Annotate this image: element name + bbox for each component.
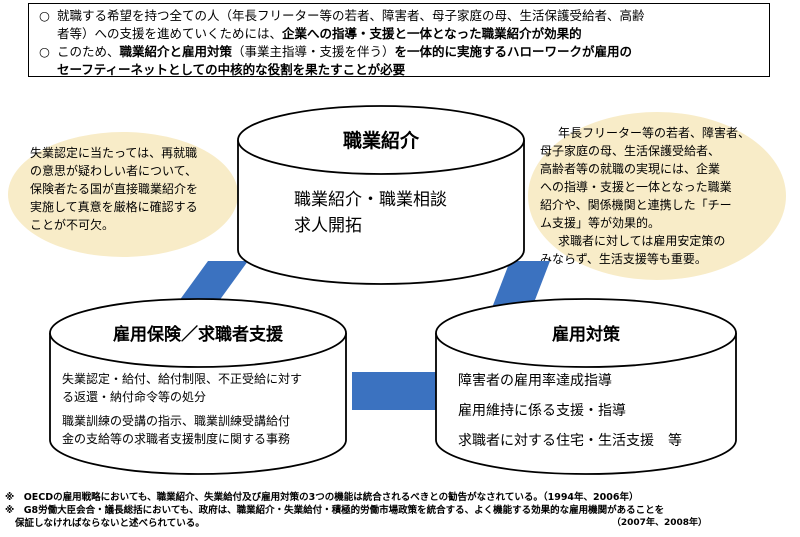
left-note-line: 保険者たる国が直接職業紹介を bbox=[30, 182, 199, 196]
right-note-line: 高齢者等の就職の実現には、企業 bbox=[540, 162, 721, 176]
summary-1-line-b: 者等）への支援を進めていくためには、 bbox=[57, 26, 283, 41]
left-note-line: の意思が疑わしい者について、 bbox=[30, 164, 198, 178]
right-note-bubble bbox=[528, 112, 786, 280]
left-note: 失業認定に当たっては、再就職 の意思が疑わしい者について、 保険者たる国が直接職… bbox=[30, 144, 198, 234]
right-note-line: みならず、生活支援等も重要。 bbox=[540, 252, 707, 266]
left-cylinder-title: 雇用保険／求職者支援 bbox=[113, 325, 283, 345]
summary-2-emphasis-b: を一体的に実施するハローワークが雇用の bbox=[394, 44, 633, 59]
bullet-1: ○ bbox=[39, 8, 50, 23]
summary-2-emphasis-c: セーフティーネットとしての中核的な役割を果たすことが必要 bbox=[57, 62, 406, 77]
right-note-line: 求職者に対しては雇用安定策の bbox=[558, 234, 726, 248]
left-note-line: ことが不可欠。 bbox=[30, 218, 115, 232]
left-note-bubble bbox=[8, 132, 238, 257]
right-note: 年長フリーター等の若者、障害者、 母子家庭の母、生活保護受給者、 高齢者等の就職… bbox=[540, 124, 750, 268]
left-cylinder-line: る返還・納付命令等の処分 bbox=[62, 390, 207, 404]
left-note-line: 実施して真意を厳格に確認する bbox=[30, 200, 198, 214]
summary-2-text-b: （事業主指導・支援を伴う） bbox=[232, 44, 395, 59]
right-cylinder-item: 障害者の雇用率達成指導 bbox=[458, 373, 612, 389]
footnote-2-date: （2007年、2008年） bbox=[611, 518, 707, 528]
bullet-2: ○ bbox=[39, 44, 50, 59]
right-cylinder bbox=[435, 298, 737, 475]
right-cylinder-title: 雇用対策 bbox=[552, 325, 620, 345]
right-note-line: 母子家庭の母、生活保護受給者、 bbox=[540, 144, 721, 158]
summary-1-emphasis: 企業への指導・支援と一体となった職業紹介が効果的 bbox=[282, 26, 582, 41]
summary-box: ○ 就職する希望を持つ全ての人（年長フリーター等の若者、障害者、母子家庭の母、生活… bbox=[28, 3, 770, 77]
summary-2-text-a: このため、 bbox=[57, 44, 120, 59]
left-cylinder bbox=[49, 298, 347, 475]
right-cylinder-item: 雇用維持に係る支援・指導 bbox=[458, 403, 626, 419]
footnote-1: ※ OECDの雇用戦略においても、職業紹介、失業給付及び雇用対策の3つの機能は統… bbox=[5, 492, 639, 503]
top-cylinder-item: 求人開拓 bbox=[294, 216, 362, 236]
summary-point-2: ○ このため、職業紹介と雇用対策（事業主指導・支援を伴う）を一体的に実施するハロー… bbox=[39, 43, 759, 79]
footnotes: ※ OECDの雇用戦略においても、職業紹介、失業給付及び雇用対策の3つの機能は統… bbox=[5, 491, 797, 530]
footnote-2-text: 保証しなければならないと述べられている。 bbox=[15, 518, 205, 529]
footnote-2: ※ G8労働大臣会合・議長総括においても、政府は、職業紹介・失業給付・積極的労働… bbox=[5, 505, 665, 516]
summary-point-1: ○ 就職する希望を持つ全ての人（年長フリーター等の若者、障害者、母子家庭の母、生活… bbox=[39, 7, 759, 43]
top-cylinder bbox=[237, 105, 525, 285]
connector-bottom bbox=[352, 372, 436, 410]
right-note-line: 紹介や、関係機関と連携した「チー bbox=[540, 198, 732, 212]
right-note-line: への指導・支援と一体となった職業 bbox=[540, 180, 732, 194]
left-cylinder-item: 失業認定・給付、給付制限、不正受給に対す る返還・納付命令等の処分 職業訓練の受… bbox=[62, 370, 302, 448]
footnote-2-cont: 保証しなければならないと述べられている。 （2007年、2008年） bbox=[5, 517, 797, 530]
summary-2-emphasis-a: 職業紹介と雇用対策 bbox=[119, 44, 233, 59]
right-note-line: 年長フリーター等の若者、障害者、 bbox=[558, 126, 751, 140]
left-note-line: 失業認定に当たっては、再就職 bbox=[30, 146, 198, 160]
right-cylinder-item: 求職者に対する住宅・生活支援 等 bbox=[458, 433, 682, 449]
top-cylinder-item: 職業紹介・職業相談 bbox=[294, 190, 447, 210]
summary-1-line-a: 就職する希望を持つ全ての人（年長フリーター等の若者、障害者、母子家庭の母、生活保… bbox=[57, 8, 645, 23]
left-cylinder-line: 金の支給等の求職者支援制度に関する事務 bbox=[62, 432, 291, 446]
left-cylinder-line: 失業認定・給付、給付制限、不正受給に対す bbox=[62, 372, 303, 386]
left-cylinder-line: 職業訓練の受講の指示、職業訓練受講給付 bbox=[62, 414, 291, 428]
top-cylinder-title: 職業紹介 bbox=[342, 130, 419, 152]
right-note-line: ム支援」等が効果的。 bbox=[540, 216, 661, 230]
